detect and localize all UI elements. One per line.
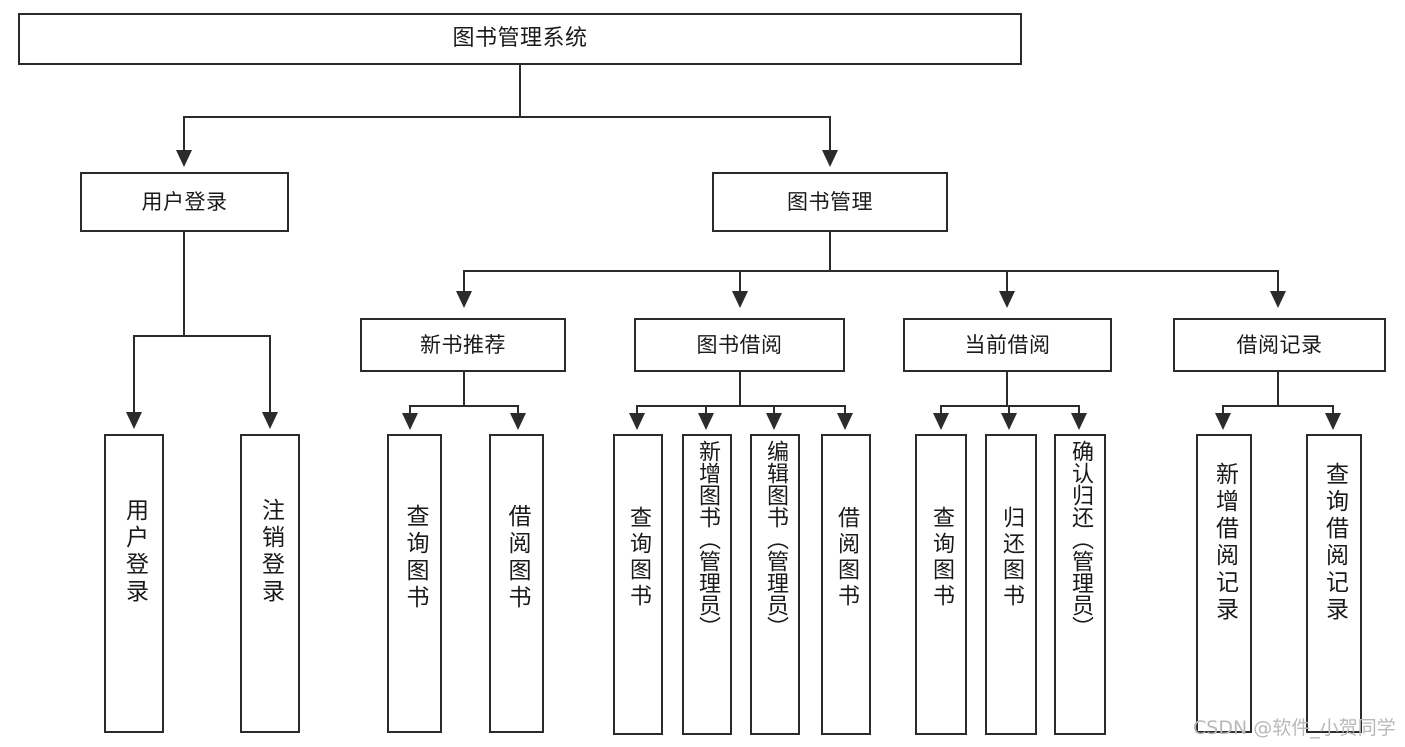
arrow-leaf-query-book-2 — [629, 413, 645, 430]
connector-root-split-bar — [183, 116, 831, 118]
arrow-leaf-add-book — [698, 413, 714, 430]
arrow-leaf-user-logout — [262, 412, 278, 429]
connector-book-borrow-stem — [739, 372, 741, 406]
leaf-query-borrow-record[interactable]: 查询借阅记录 — [1306, 434, 1362, 733]
node-label: 图书管理 — [787, 189, 873, 214]
connector-book-borrow-drop-4 — [844, 405, 846, 414]
node-label: 查询图书 — [402, 504, 428, 612]
arrow-leaf-query-book-1 — [402, 413, 418, 430]
node-label: 借阅记录 — [1236, 332, 1323, 357]
connector-new-book-rec-drop-1 — [409, 405, 411, 414]
node-label: 新书推荐 — [420, 332, 506, 357]
connector-new-book-rec-stem — [463, 372, 465, 406]
connector-to-borrow-record — [1277, 270, 1279, 292]
node-label: 编辑图书（管理员） — [763, 440, 788, 638]
leaf-add-book-admin[interactable]: 新增图书（管理员） — [682, 434, 732, 735]
connector-current-borrow-drop-1 — [940, 405, 942, 414]
arrow-leaf-return-book — [1001, 413, 1017, 430]
leaf-user-logout[interactable]: 注销登录 — [240, 434, 300, 733]
connector-level3-split-bar — [463, 270, 1279, 272]
connector-current-borrow-stem — [1006, 372, 1008, 406]
connector-user-login-stem — [183, 232, 185, 336]
connector-book-borrow-drop-2 — [705, 405, 707, 414]
connector-user-login-drop-2 — [269, 335, 271, 413]
arrow-to-new-book-rec — [456, 291, 472, 308]
leaf-edit-book-admin[interactable]: 编辑图书（管理员） — [750, 434, 800, 735]
connector-book-borrow-drop-3 — [773, 405, 775, 414]
node-label: 确认归还（管理员） — [1068, 440, 1093, 638]
leaf-borrow-book-borrow[interactable]: 借阅图书 — [821, 434, 871, 735]
connector-borrow-record-stem — [1277, 372, 1279, 406]
connector-current-borrow-drop-3 — [1078, 405, 1080, 414]
node-book-management[interactable]: 图书管理 — [712, 172, 948, 232]
node-label: 用户登录 — [121, 498, 148, 606]
connector-new-book-rec-bar — [409, 405, 519, 407]
node-label: 用户登录 — [141, 189, 228, 214]
leaf-confirm-return-admin[interactable]: 确认归还（管理员） — [1054, 434, 1106, 735]
arrow-to-book-borrow — [732, 291, 748, 308]
node-label: 图书管理系统 — [452, 26, 588, 52]
leaf-add-borrow-record[interactable]: 新增借阅记录 — [1196, 434, 1252, 733]
node-book-borrow[interactable]: 图书借阅 — [634, 318, 845, 372]
connector-current-borrow-bar — [940, 405, 1080, 407]
leaf-query-book-current[interactable]: 查询图书 — [915, 434, 967, 735]
arrow-leaf-edit-book — [766, 413, 782, 430]
node-label: 当前借阅 — [964, 332, 1051, 357]
connector-borrow-record-drop-2 — [1332, 405, 1334, 414]
connector-to-user-login — [183, 116, 185, 151]
node-borrow-record[interactable]: 借阅记录 — [1173, 318, 1386, 372]
node-label: 注销登录 — [257, 498, 284, 606]
node-label: 查询借阅记录 — [1321, 462, 1348, 624]
connector-borrow-record-bar — [1222, 405, 1334, 407]
node-label: 新增图书（管理员） — [695, 440, 720, 638]
leaf-query-book-borrow[interactable]: 查询图书 — [613, 434, 663, 735]
connector-user-login-split-bar — [133, 335, 271, 337]
arrow-leaf-query-record — [1325, 413, 1341, 430]
connector-new-book-rec-drop-2 — [517, 405, 519, 414]
arrow-to-current-borrow — [999, 291, 1015, 308]
leaf-query-book-recommend[interactable]: 查询图书 — [387, 434, 442, 733]
node-current-borrow[interactable]: 当前借阅 — [903, 318, 1112, 372]
node-new-book-recommend[interactable]: 新书推荐 — [360, 318, 566, 372]
arrow-leaf-add-record — [1215, 413, 1231, 430]
node-label: 查询图书 — [626, 506, 651, 610]
node-label: 新增借阅记录 — [1211, 462, 1238, 624]
node-label: 借阅图书 — [504, 504, 530, 612]
leaf-return-book[interactable]: 归还图书 — [985, 434, 1037, 735]
node-label: 图书借阅 — [696, 332, 783, 357]
arrow-leaf-borrow-book-1 — [510, 413, 526, 430]
leaf-user-login[interactable]: 用户登录 — [104, 434, 164, 733]
connector-to-new-book-rec — [463, 270, 465, 292]
connector-book-borrow-drop-1 — [636, 405, 638, 414]
connector-book-borrow-bar — [636, 405, 846, 407]
leaf-borrow-book-recommend[interactable]: 借阅图书 — [489, 434, 544, 733]
connector-to-current-borrow — [1006, 270, 1008, 292]
arrow-leaf-confirm-return — [1071, 413, 1087, 430]
connector-borrow-record-drop-1 — [1222, 405, 1224, 414]
node-label: 借阅图书 — [834, 506, 859, 610]
node-label: 归还图书 — [999, 506, 1024, 610]
arrow-to-borrow-record — [1270, 291, 1286, 308]
connector-to-book-manage — [829, 116, 831, 151]
arrow-to-user-login — [176, 150, 192, 167]
arrow-leaf-query-book-3 — [933, 413, 949, 430]
node-user-login[interactable]: 用户登录 — [80, 172, 289, 232]
node-root-book-management-system[interactable]: 图书管理系统 — [18, 13, 1022, 65]
connector-book-manage-stem — [829, 232, 831, 271]
arrow-leaf-borrow-book-2 — [837, 413, 853, 430]
connector-to-book-borrow — [739, 270, 741, 292]
arrow-leaf-user-login — [126, 412, 142, 429]
connector-root-stem — [519, 65, 521, 117]
connector-current-borrow-drop-2 — [1008, 405, 1010, 414]
arrow-to-book-manage — [822, 150, 838, 167]
node-label: 查询图书 — [929, 506, 954, 610]
watermark-csdn: CSDN @软件_小贺同学 — [1193, 717, 1396, 739]
connector-user-login-drop-1 — [133, 335, 135, 413]
